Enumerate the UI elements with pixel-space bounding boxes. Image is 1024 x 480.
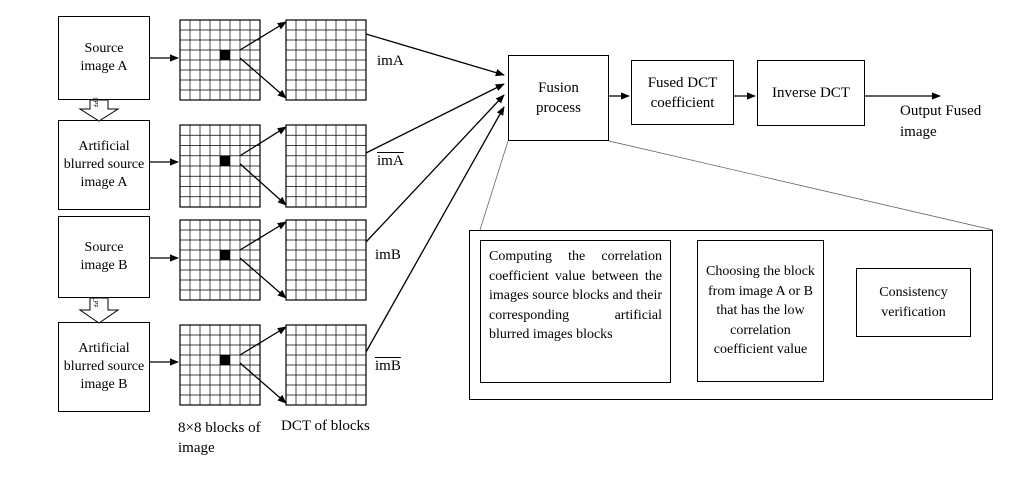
lpf-label-b: LPF [91, 297, 99, 308]
block-grids [179, 19, 367, 406]
arrow-block-to-dct-top-a-blurred [239, 126, 287, 157]
stream-label-ima: imA [377, 53, 404, 69]
correlation-step-box: Computing the correlation coefficient va… [480, 240, 671, 383]
arrow-ima-bar-to-fusion [365, 83, 505, 154]
arrow-block-to-dct-bottom-b-blurred [239, 362, 287, 404]
image-block-grid-b-blurred [179, 324, 261, 406]
arrow-block-to-dct-bottom-b [239, 257, 287, 299]
zoom-line-right [608, 140, 994, 231]
highlighted-block [220, 155, 230, 166]
highlighted-block [220, 50, 230, 60]
dct-block-grid-a-blurred [285, 124, 367, 208]
source-image-b-label: Source image B [80, 240, 128, 273]
output-fused-image-text: Output Fused image [900, 103, 982, 140]
fusion-process-box: Fusion process [508, 55, 609, 141]
image-block-grid-b [179, 219, 261, 301]
output-fused-image: Output Fused image [900, 101, 1000, 143]
dct-block-grid-b-blurred [285, 324, 367, 406]
highlighted-block [220, 355, 230, 365]
arrow-block-to-dct-top-b [239, 221, 287, 251]
fusion-process-label: Fusion process [536, 80, 581, 116]
arrow-ima-to-fusion [365, 33, 505, 77]
arrow-block-to-dct-top-b-blurred [239, 326, 287, 356]
dct-block-grid-b [285, 219, 367, 301]
arrow-imb-bar-to-fusion [365, 106, 505, 353]
choose-block-step-box: Choosing the block from image A or B tha… [697, 240, 824, 382]
choose-block-step-label: Choosing the block from image A or B tha… [706, 264, 815, 358]
arrow-block-to-dct-bottom-a-blurred [239, 163, 287, 206]
consistency-step-label: Consistency verification [879, 284, 948, 320]
source-image-a-label: Source image A [80, 41, 128, 74]
blurred-source-b-label: Artificial blurred source image B [63, 341, 145, 392]
source-image-b-box: Source image B [58, 216, 150, 298]
arrow-block-to-dct-top-a [239, 21, 287, 51]
blurred-source-a-box: Artificial blurred source image A [58, 120, 150, 210]
source-image-a-box: Source image A [58, 16, 150, 100]
dct-block-grid-a [285, 19, 367, 101]
fused-dct-label: Fused DCT coefficient [647, 74, 718, 111]
image-block-grid-a-blurred [179, 124, 261, 208]
arrow-block-to-dct-bottom-a [239, 57, 287, 99]
stream-label-ima-bar: imA [377, 153, 404, 169]
blurred-source-a-label: Artificial blurred source image A [63, 139, 145, 190]
stream-label-imb: imB [375, 247, 401, 263]
consistency-step-box: Consistency verification [856, 268, 971, 337]
stream-label-imb-bar: imB [375, 358, 401, 374]
zoom-line-left [479, 140, 509, 231]
arrow-imb-to-fusion [365, 94, 505, 243]
fused-dct-box: Fused DCT coefficient [631, 60, 734, 125]
inverse-dct-label: Inverse DCT [772, 85, 850, 101]
caption-blocks-text: 8×8 blocks of image [178, 420, 261, 456]
highlighted-block [220, 250, 230, 260]
lpf-arrow-b [78, 298, 120, 324]
lpf-label-a: LPF [91, 97, 99, 108]
image-block-grid-a [179, 19, 261, 101]
caption-dct: DCT of blocks [281, 418, 370, 434]
inverse-dct-box: Inverse DCT [757, 60, 865, 126]
lpf-arrow-a [78, 100, 120, 122]
correlation-step-label: Computing the correlation coefficient va… [489, 249, 662, 342]
caption-blocks: 8×8 blocks of image [178, 418, 268, 458]
blurred-source-b-box: Artificial blurred source image B [58, 322, 150, 412]
